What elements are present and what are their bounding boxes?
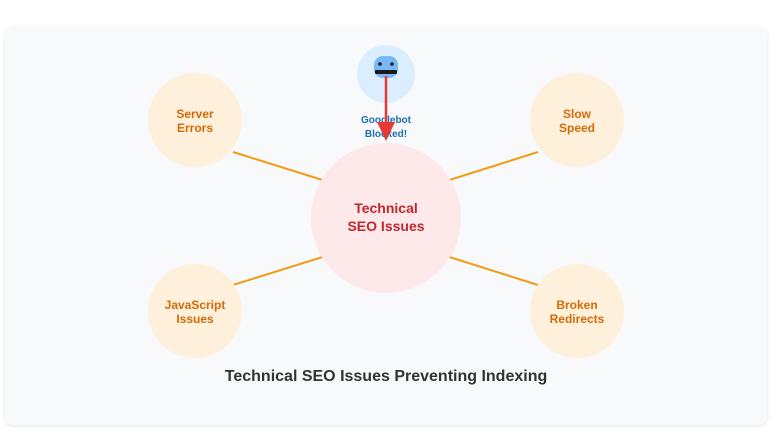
issue-node-server-errors	[148, 73, 242, 167]
issue-label-slow-speed-line1: Slow	[563, 107, 592, 121]
issue-label-server-errors-line2: Errors	[177, 121, 213, 135]
issue-label-server-errors-line1: Server	[176, 107, 214, 121]
center-label-line2: SEO Issues	[347, 218, 424, 234]
center-node	[311, 143, 461, 293]
issue-label-javascript-issues-line2: Issues	[176, 312, 214, 326]
issue-label-broken-redirects-line2: Redirects	[550, 312, 605, 326]
issue-label-slow-speed-line2: Speed	[559, 121, 595, 135]
diagram-caption: Technical SEO Issues Preventing Indexing	[225, 368, 547, 385]
issue-node-broken-redirects	[530, 264, 624, 358]
issue-node-javascript-issues	[148, 264, 242, 358]
issue-node-slow-speed	[530, 73, 624, 167]
center-label-line1: Technical	[354, 200, 418, 216]
issue-label-broken-redirects-line1: Broken	[556, 298, 597, 312]
blocked-arrow	[377, 76, 395, 141]
issue-label-javascript-issues-line1: JavaScript	[165, 298, 226, 312]
robot-icon	[374, 56, 398, 78]
